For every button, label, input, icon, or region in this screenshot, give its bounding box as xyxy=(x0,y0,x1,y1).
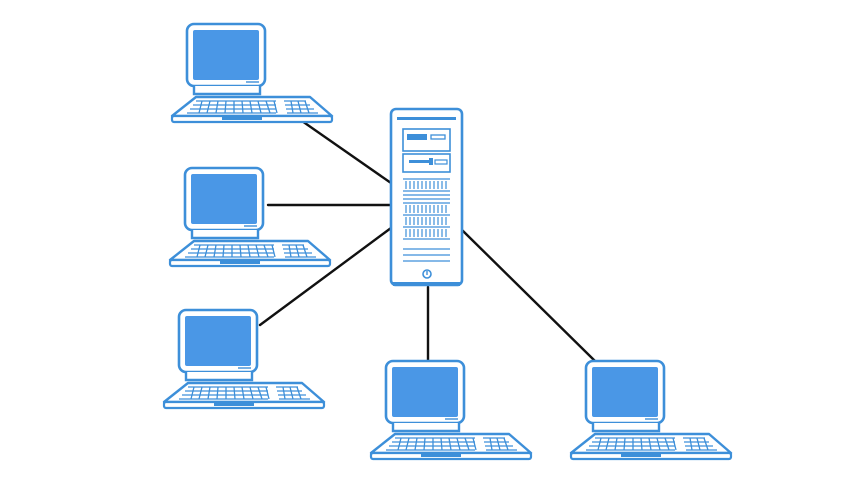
computer-icon xyxy=(369,359,533,461)
computer-icon xyxy=(168,166,332,268)
link-server-to-pc-1 xyxy=(300,119,393,185)
computer-icon xyxy=(569,359,733,461)
link-server-to-pc-5 xyxy=(460,228,597,363)
server-icon xyxy=(389,107,464,287)
network-links xyxy=(258,119,597,363)
link-server-to-pc-3 xyxy=(258,226,393,327)
computer-icon xyxy=(162,308,326,410)
computer-icon xyxy=(170,22,334,124)
